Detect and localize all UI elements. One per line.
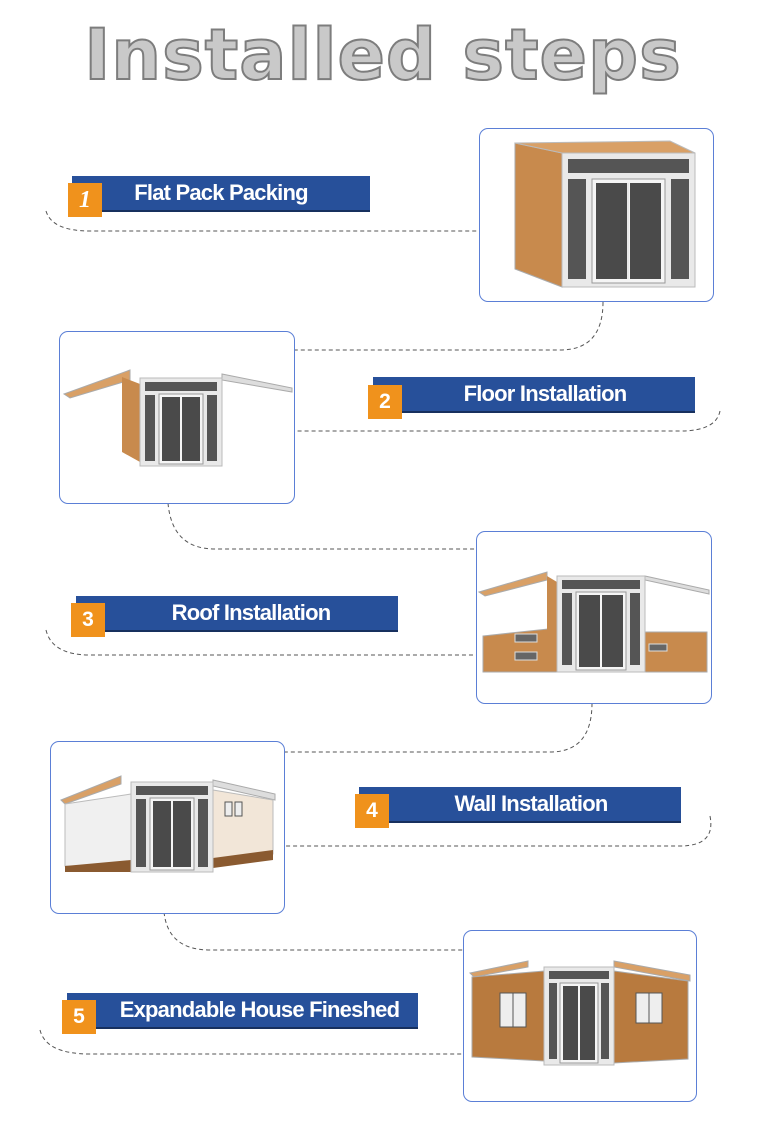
step-2-label-bar: Floor Installation <box>373 377 695 413</box>
step-5-badge: 5 <box>62 1000 96 1034</box>
step-1-label: Flat Pack Packing <box>134 180 308 205</box>
wall-installation-illustration <box>60 775 276 873</box>
step-5-label: Expandable House Fineshed <box>119 997 400 1022</box>
flat-pack-container-illustration <box>514 140 696 288</box>
step-5-image-finished <box>463 930 697 1102</box>
step-4-label-bar: Wall Installation <box>359 787 681 823</box>
page-title: Installed steps <box>83 13 682 97</box>
finished-expandable-house-illustration <box>468 960 691 1066</box>
step-1-image-flat-pack <box>479 128 714 302</box>
step-4-label: Wall Installation <box>454 791 608 816</box>
step-4-image-wall <box>50 741 285 914</box>
step-2-label: Floor Installation <box>463 381 628 406</box>
step-3-image-roof <box>476 531 712 704</box>
step-1-badge: 1 <box>68 183 102 217</box>
floor-installation-illustration <box>62 369 293 467</box>
step-3-label-bar: Roof Installation <box>76 596 398 632</box>
step-3-label: Roof Installation <box>171 600 332 625</box>
step-4-badge: 4 <box>355 794 389 828</box>
step-5-label-bar: Expandable House Fineshed <box>67 993 418 1029</box>
step-2-image-floor <box>59 331 295 504</box>
step-1-label-bar: Flat Pack Packing <box>72 176 370 212</box>
step-3-badge: 3 <box>71 603 105 637</box>
roof-installation-illustration <box>477 571 710 673</box>
step-2-badge: 2 <box>368 385 402 419</box>
